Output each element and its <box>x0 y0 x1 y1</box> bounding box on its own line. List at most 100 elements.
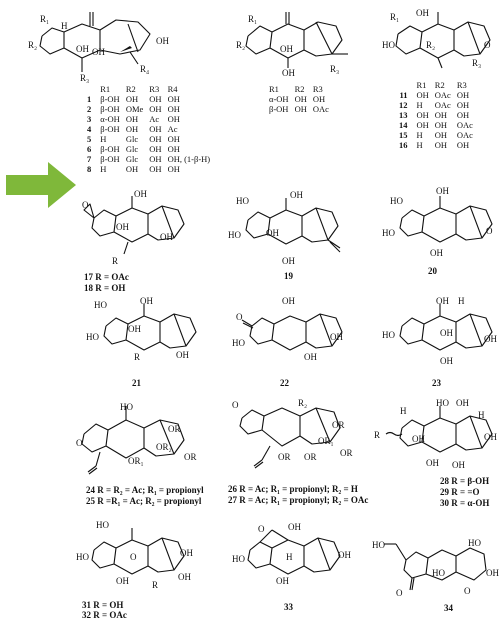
ho-label: HO <box>232 554 245 564</box>
oh-label: OH <box>116 222 129 232</box>
r1-label: R₁ <box>40 14 50 24</box>
column-header: R1 <box>100 84 111 94</box>
oh-label: OH <box>416 8 429 18</box>
oh-label: OH <box>486 568 499 578</box>
r3-label: R₃ <box>80 73 90 83</box>
oh-label: OH <box>180 548 193 558</box>
ho-label: HO <box>96 520 109 530</box>
r2-label: R₂ <box>28 40 38 50</box>
ho-label: HO <box>76 552 89 562</box>
oh-label: OH <box>484 432 497 442</box>
oh-label: OH <box>304 352 317 362</box>
r2-label: R₂ <box>236 40 246 50</box>
oh-label: OH <box>276 576 289 586</box>
r3-label: R₃ <box>472 58 482 68</box>
ho-label: HO <box>468 538 481 548</box>
column-header: R4 <box>167 84 178 94</box>
r3-label: R₃ <box>330 64 340 74</box>
oh-label: OH <box>280 44 293 54</box>
o-label: O <box>232 400 239 410</box>
oh-label: OH <box>282 68 295 78</box>
oh-label: OH <box>412 434 425 444</box>
h-label: H <box>478 410 485 420</box>
column-header: R2 <box>434 80 445 90</box>
oh-label: OH <box>116 576 129 586</box>
or2-label: OR₂ <box>156 442 172 452</box>
oh-label: OH <box>430 248 443 258</box>
o-label: O <box>396 588 403 598</box>
ho-label: HO <box>236 196 249 206</box>
compound-19-caption: 19 <box>284 271 293 281</box>
oh-label: OH <box>452 460 465 470</box>
h-label: H <box>458 296 465 306</box>
o-label: O <box>130 552 137 562</box>
r-label: R <box>134 352 141 362</box>
ho-label: HO <box>372 540 385 550</box>
column-header: R1 <box>269 84 279 94</box>
oh-label: OH <box>456 398 469 408</box>
r2-label: R₂ <box>426 40 436 50</box>
r-label: R <box>152 580 159 590</box>
compound-20-caption: 20 <box>428 266 437 276</box>
or-label: OR <box>184 452 197 462</box>
compound-34-caption: 34 <box>444 603 453 613</box>
compound-33-caption: 33 <box>284 602 293 612</box>
ho-label: HO <box>94 300 107 310</box>
ho-label: HO <box>436 398 449 408</box>
oh-label: OH <box>92 47 105 57</box>
compound-32-caption: 32 R = OAc <box>82 610 127 620</box>
r1-label: R₁ <box>248 14 258 24</box>
column-header: R3 <box>149 84 160 94</box>
r1-label: R₁ <box>390 12 400 22</box>
compound-31-caption: 31 R = OH <box>82 600 124 610</box>
ho-label: HO <box>382 40 395 50</box>
compound-23-caption: 23 <box>432 378 441 388</box>
compound-17-caption: 17 R = OAc <box>84 272 129 282</box>
oh-label: OH <box>178 572 191 582</box>
ho-label: HO <box>232 338 245 348</box>
compound-18-caption: 18 R = OH <box>84 283 126 293</box>
o-label: O <box>236 312 243 322</box>
column-header: R1 <box>416 80 427 90</box>
column-header: R2 <box>294 84 305 94</box>
oh-label: OH <box>176 350 189 360</box>
ho-label: HO <box>432 568 445 578</box>
or-label: OR <box>278 452 291 462</box>
column-header: R2 <box>125 84 136 94</box>
or-label: OR <box>168 424 181 434</box>
or1-label: OR₁ <box>128 456 144 466</box>
or-label: OR <box>332 420 345 430</box>
oh-label: OH <box>436 186 449 196</box>
oh-label: OH <box>484 334 497 344</box>
compound-28-caption: 28 R = β-OH <box>440 476 490 486</box>
oh-label: OH <box>440 356 453 366</box>
oh-label: OH <box>134 189 147 199</box>
r-label: R <box>112 256 119 266</box>
oh-label: OH <box>156 36 169 46</box>
r2-label: R₂ <box>298 398 308 408</box>
oh-label: OH <box>436 296 449 306</box>
green-arrow-icon <box>6 162 76 208</box>
oh-label: OH <box>282 256 295 266</box>
oh-label: OH <box>338 550 351 560</box>
o-label: O <box>464 586 471 596</box>
oh-label: OH <box>160 232 173 242</box>
ho-label: HO <box>120 402 133 412</box>
oh-label: OH <box>140 296 153 306</box>
o-label: O <box>76 438 83 448</box>
compound-30-caption: 30 R = α-OH <box>440 498 490 508</box>
